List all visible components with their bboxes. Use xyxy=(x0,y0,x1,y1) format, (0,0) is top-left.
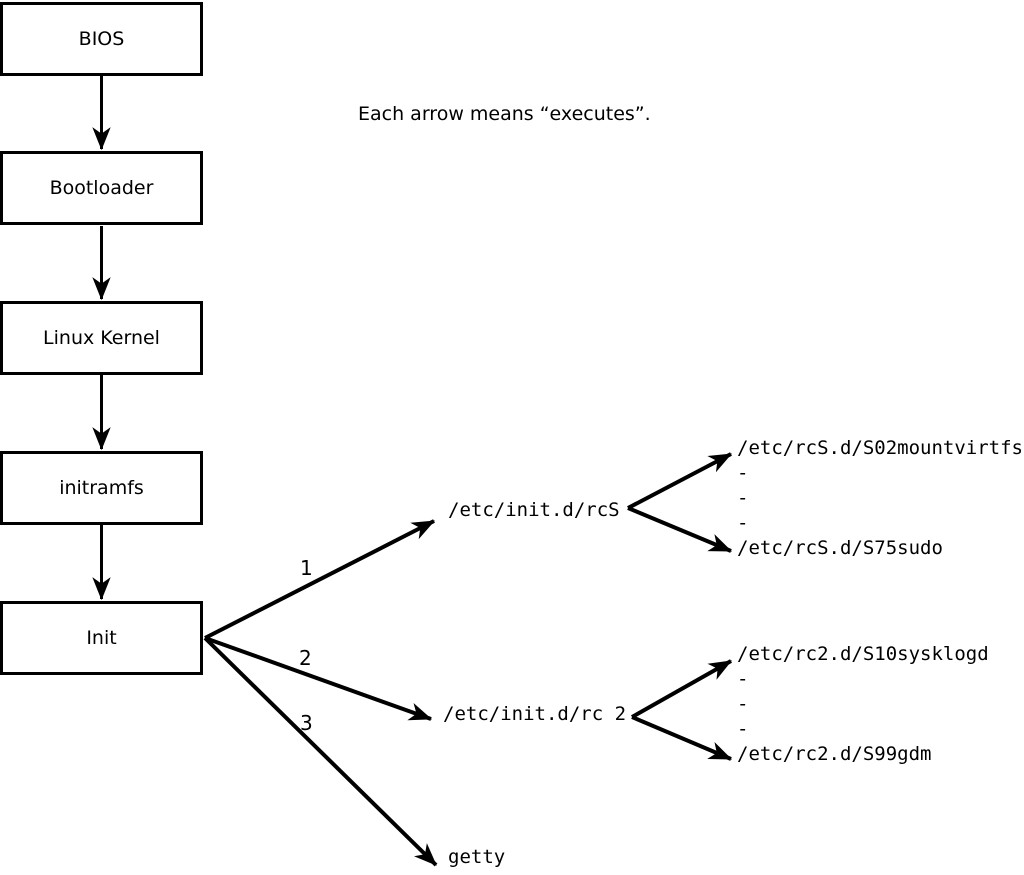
branch-number-3: 3 xyxy=(300,711,313,735)
rc2-child-s10sysklogd: /etc/rc2.d/S10sysklogd xyxy=(737,642,989,665)
rcs-child-ellipsis-dash: - xyxy=(737,511,749,534)
box-linux-kernel: Linux Kernel xyxy=(0,301,203,375)
label-etc-init-d-rc2: /etc/init.d/rc 2 xyxy=(443,703,627,725)
rc2-child-ellipsis-dash: - xyxy=(737,667,749,690)
rcs-child-ellipsis-dash: - xyxy=(737,486,749,509)
label-getty: getty xyxy=(448,846,506,868)
label-etc-init-d-rcs: /etc/init.d/rcS xyxy=(448,499,620,521)
rcs-child-ellipsis-dash: - xyxy=(737,461,749,484)
arrow-init-to-rc2 xyxy=(204,636,433,721)
legend-note: Each arrow means “executes”. xyxy=(358,103,651,125)
arrow-rcs-to-s75sudo xyxy=(627,506,733,553)
arrow-rcs-to-s02mountvirtfs xyxy=(627,452,733,510)
rc2-children-list: /etc/rc2.d/S10sysklogd - - - /etc/rc2.d/… xyxy=(737,641,989,766)
rc2-child-s99gdm: /etc/rc2.d/S99gdm xyxy=(737,742,932,765)
rc2-child-ellipsis-dash: - xyxy=(737,717,749,740)
branch-number-2: 2 xyxy=(299,646,312,670)
arrow-init-to-getty xyxy=(203,636,438,867)
rc2-child-ellipsis-dash: - xyxy=(737,692,749,715)
box-init: Init xyxy=(0,601,203,675)
arrow-rc2-to-s99gdm xyxy=(631,715,733,761)
rcs-child-s02mountvirtfs: /etc/rcS.d/S02mountvirtfs xyxy=(737,436,1023,459)
arrow-init-to-rcs xyxy=(204,519,436,640)
arrow-rc2-to-s10sysklogd xyxy=(631,659,733,719)
box-bootloader: Bootloader xyxy=(0,151,203,225)
rcs-child-s75sudo: /etc/rcS.d/S75sudo xyxy=(737,536,943,559)
box-initramfs: initramfs xyxy=(0,451,203,525)
branch-number-1: 1 xyxy=(300,556,313,580)
rcs-children-list: /etc/rcS.d/S02mountvirtfs - - - /etc/rcS… xyxy=(737,435,1023,560)
box-bios: BIOS xyxy=(0,2,203,76)
